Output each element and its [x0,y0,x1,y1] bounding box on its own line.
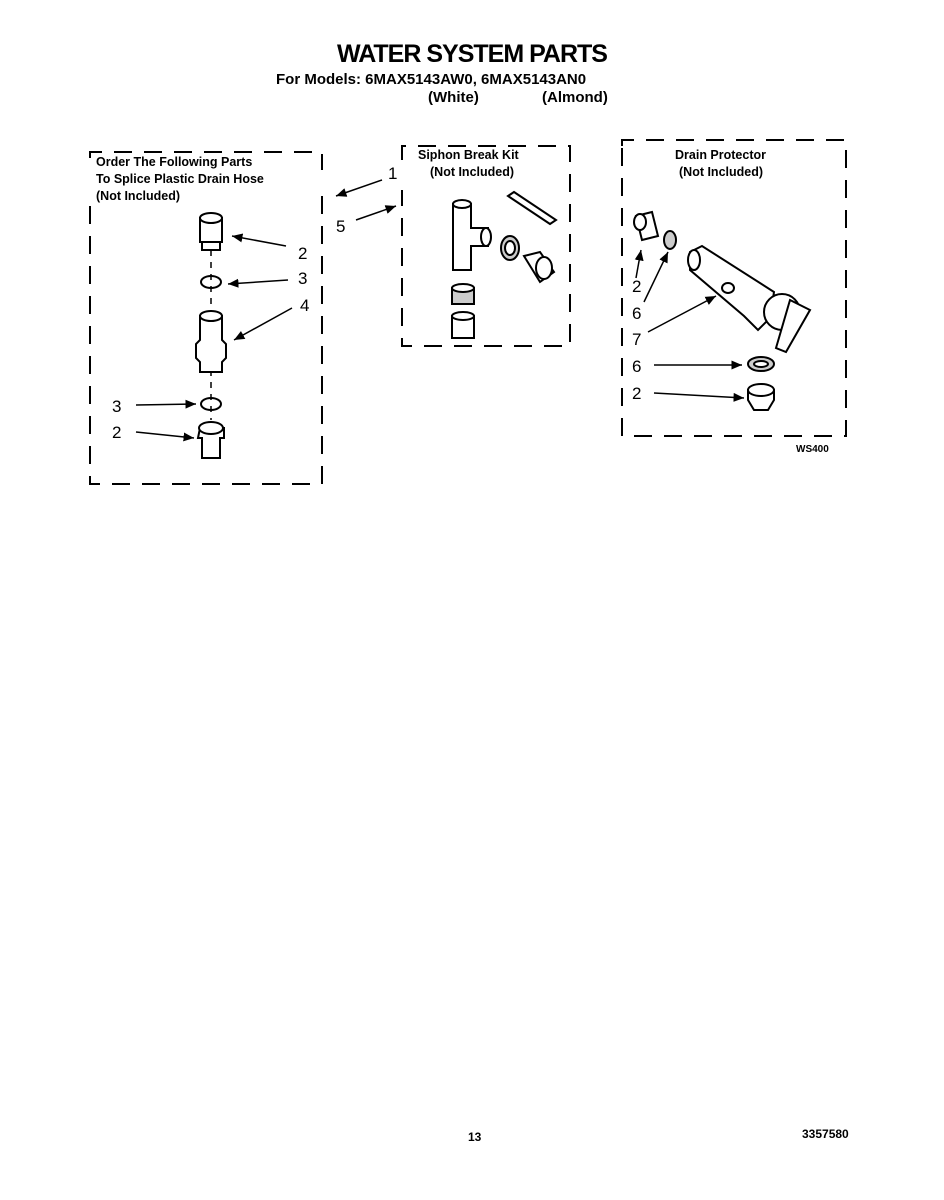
callout-drain-6-top: 6 [632,304,642,323]
models-line: For Models: 6MAX5143AW0, 6MAX5143AN0 [276,71,587,88]
drain-box-label-1: Drain Protector [675,148,766,162]
page-number: 13 [468,1130,482,1144]
siphon-box-frame [401,145,571,347]
siphon-parts [451,190,558,339]
splice-parts [195,212,227,459]
drain-arrows [634,249,745,402]
callout-drain-7: 7 [632,330,642,349]
diagram-code: WS400 [796,444,829,455]
page-title: WATER SYSTEM PARTS [337,40,608,68]
callout-1-arrow [335,179,383,197]
drain-box-frame [621,139,847,437]
color-almond: (Almond) [542,89,608,106]
drain-box-label-2: (Not Included) [679,165,764,179]
callout-splice-4: 4 [300,296,310,315]
splice-arrows [135,233,293,442]
siphon-box-label-1: Siphon Break Kit [418,148,519,162]
splice-box-label-1: Order The Following Parts [96,155,253,169]
callout-5: 5 [336,217,346,236]
callout-drain-6-bottom: 6 [632,357,642,376]
callout-drain-2-top: 2 [632,277,642,296]
callout-splice-3-bottom: 3 [112,397,122,416]
siphon-box-label-2: (Not Included) [430,165,515,179]
doc-number: 3357580 [802,1127,849,1141]
splice-box-label-3: (Not Included) [96,189,181,203]
callout-splice-2-bottom: 2 [112,423,122,442]
splice-box-frame [89,151,323,485]
callout-5-arrow [355,205,397,221]
callout-splice-2-top: 2 [298,244,308,263]
callout-1: 1 [388,164,398,183]
splice-box-label-2: To Splice Plastic Drain Hose [96,172,264,186]
color-white: (White) [428,89,479,106]
callout-splice-3-top: 3 [298,269,308,288]
drain-parts [633,210,812,411]
callout-drain-2-bottom: 2 [632,384,642,403]
